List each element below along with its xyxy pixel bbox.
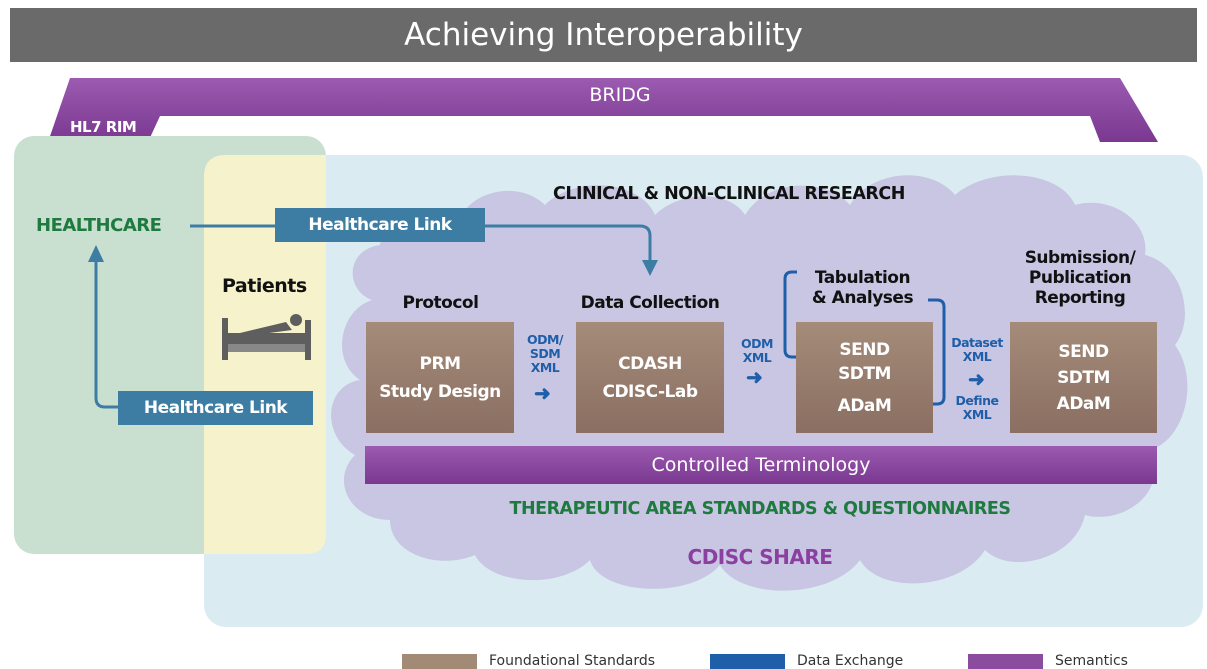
research-cloud: [331, 175, 1188, 591]
healthcare-link-arrow-down: [485, 224, 652, 262]
tabulation-box: SEND SDTM ADaM: [796, 322, 933, 433]
protocol-item: PRM: [419, 353, 461, 374]
legend-swatch-foundational: [402, 653, 477, 669]
healthcare-link-top-label: Healthcare Link: [308, 215, 452, 235]
exchange-label-define: Define XML: [955, 393, 999, 422]
legend-label-semantics: Semantics: [1055, 653, 1128, 669]
tabulation-item: SEND: [839, 339, 890, 360]
tabulation-loop-left: [783, 270, 800, 359]
research-title: CLINICAL & NON-CLINICAL RESEARCH: [553, 184, 905, 204]
cdisc-share-label: CDISC SHARE: [687, 545, 833, 569]
healthcare-link-bottom-label: Healthcare Link: [143, 398, 288, 418]
arrow-right-icon: ➜: [746, 367, 763, 389]
submission-box: SEND SDTM ADaM: [1010, 322, 1157, 433]
arrow-right-icon: ➜: [968, 369, 985, 391]
tabulation-item: SDTM: [838, 363, 891, 384]
submission-item: SEND: [1058, 341, 1109, 362]
legend-label-data-exchange: Data Exchange: [797, 653, 904, 669]
exchange-label-odm: ODM XML: [741, 336, 773, 365]
legend-swatch-semantics: [968, 653, 1043, 669]
bridg-label: BRIDG: [589, 84, 651, 106]
exchange-label-dataset: Dataset XML: [951, 335, 1003, 364]
arrow-right-icon: ➜: [534, 383, 551, 405]
controlled-terminology-text: Controlled Terminology: [651, 454, 871, 476]
protocol-box: PRM Study Design: [366, 322, 514, 433]
title-bar: Achieving Interoperability: [10, 8, 1197, 62]
patients-overlap: [204, 155, 326, 554]
data-collection-item: CDISC-Lab: [602, 381, 698, 402]
page-title: Achieving Interoperability: [404, 17, 803, 53]
patients-label: Patients: [222, 275, 307, 297]
controlled-terminology-bar: [365, 446, 1157, 484]
protocol-item: Study Design: [379, 381, 501, 402]
arrow-down-head: [642, 260, 658, 276]
data-collection-item: CDASH: [618, 353, 682, 374]
legend-data-exchange: Data Exchange: [710, 653, 903, 669]
data-collection-box: CDASH CDISC-Lab: [576, 322, 724, 433]
legend-label-foundational: Foundational Standards: [489, 653, 656, 669]
legend-swatch-data-exchange: [710, 653, 785, 669]
stage-heading-data-collection: Data Collection: [580, 293, 720, 313]
tabulation-item: ADaM: [837, 395, 892, 416]
hl7-rim-label: HL7 RIM: [70, 118, 137, 136]
stage-heading-tabulation: Tabulation & Analyses: [811, 268, 914, 308]
stage-heading-protocol: Protocol: [402, 293, 479, 313]
healthcare-link-bottom: Healthcare Link: [118, 391, 313, 425]
therapeutic-area-label: THERAPEUTIC AREA STANDARDS & QUESTIONNAI…: [509, 499, 1011, 519]
bridg-band: [48, 78, 1158, 142]
tabulation-loop-right: [928, 298, 946, 406]
stage-heading-submission: Submission/ Publication Reporting: [1024, 248, 1136, 308]
healthcare-link-top: Healthcare Link: [275, 208, 485, 242]
controlled-terminology-label: Controlled Terminology: [365, 446, 1157, 484]
legend-foundational: Foundational Standards: [402, 653, 655, 669]
submission-item: SDTM: [1057, 367, 1110, 388]
healthcare-label: HEALTHCARE: [36, 215, 162, 236]
hospital-bed-icon: [222, 314, 311, 360]
submission-item: ADaM: [1056, 393, 1111, 414]
healthcare-link-arrow-up: [94, 255, 118, 409]
legend-semantics: Semantics: [968, 653, 1128, 669]
exchange-label-odm-sdm: ODM/ SDM XML: [526, 332, 564, 375]
arrow-up-head: [88, 245, 104, 262]
